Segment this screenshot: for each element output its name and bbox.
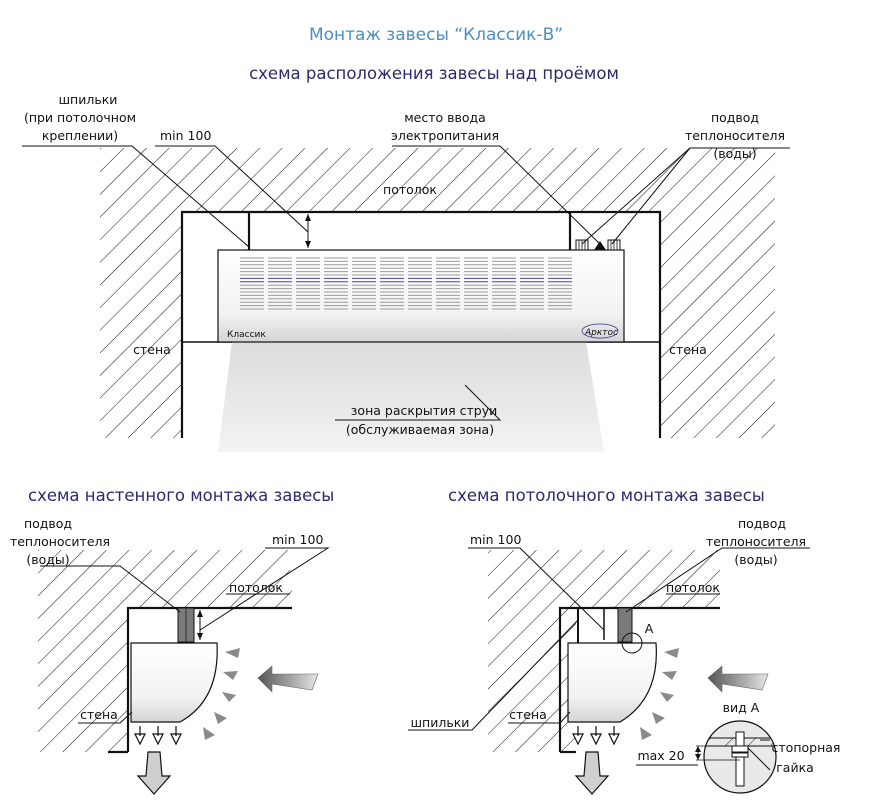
wall-hatched-structure: [38, 585, 292, 752]
unit-brand-logo: Арктос: [584, 328, 618, 338]
wall-min-label: min 100: [272, 532, 323, 547]
zone-label-line1: зона раскрытия струи: [351, 403, 497, 418]
power-label-line1: место ввода: [404, 110, 486, 125]
page-title: Монтаж завесы “Классик-В”: [309, 25, 563, 45]
studs-label-line2: (при потолочном: [24, 110, 136, 125]
top-coolant-line1: подвод: [711, 110, 759, 125]
ceiling-coolant-line2: теплоносителя: [706, 534, 806, 549]
ceiling-coolant-line1: подвод: [738, 516, 786, 531]
top-coolant-line2: теплоносителя: [685, 128, 785, 143]
wall-coolant-line3: (воды): [26, 552, 69, 567]
top-min-label: min 100: [160, 128, 211, 143]
ceiling-min-label: min 100: [470, 532, 521, 547]
max-label: max 20: [637, 748, 684, 763]
jet-zone: [218, 342, 604, 452]
curtain-unit: Классик Арктос: [217, 239, 625, 343]
nut-label-line2: гайка: [776, 760, 814, 775]
wall-mount-scheme: подвод теплоносителя (воды) min 100 пото…: [10, 516, 330, 795]
ceiling-airflow-arrow: [707, 665, 769, 693]
nut-label-line1: стопорная: [772, 740, 841, 755]
ceiling-wall-label: стена: [509, 707, 547, 722]
wall-outlet-arrows: [134, 726, 182, 795]
top-ceiling-outline: [180, 210, 662, 438]
top-wall-right-label: стена: [669, 342, 707, 357]
ceiling-unit-body: [567, 642, 657, 723]
wall-coolant-line2: теплоносителя: [10, 534, 110, 549]
power-label-line2: электропитания: [391, 128, 499, 143]
ceiling-studs-label: шпильки: [411, 715, 470, 730]
wall-coolant-line1: подвод: [24, 516, 72, 531]
studs-label-line3: креплении): [42, 128, 118, 143]
ceiling-outlet-arrows: [572, 726, 620, 795]
top-scheme: Классик Арктос шпильки: [22, 92, 790, 452]
ceiling-coolant-line3: (воды): [734, 552, 777, 567]
wall-ceiling-label: потолок: [229, 580, 283, 595]
ceiling-scheme-heading: схема потолочного монтажа завесы: [448, 486, 765, 505]
marker-a-circle: [621, 632, 643, 654]
wall-intake-arrows: [203, 648, 240, 740]
top-ceiling-label: потолок: [383, 182, 437, 197]
studs-label-line1: шпильки: [59, 92, 118, 107]
top-wall-left-label: стена: [133, 342, 171, 357]
unit-grille: [240, 257, 572, 310]
wall-wall-label: стена: [80, 707, 118, 722]
top-coolant-line3: (воды): [713, 146, 756, 161]
view-a-label: вид А: [723, 700, 760, 715]
unit-model-label: Классик: [227, 330, 266, 340]
top-leaders: [22, 145, 790, 421]
wall-airflow-arrow: [257, 665, 319, 693]
zone-label-line2: (обслуживаемая зона): [346, 422, 494, 437]
detail-view-a: [636, 720, 777, 794]
marker-a-label: А: [645, 621, 654, 636]
ceiling-ceiling-label: потолок: [666, 580, 720, 595]
ceiling-mount-scheme: min 100 подвод теплоносителя (воды) пото…: [408, 516, 841, 795]
top-scheme-heading: схема расположения завесы над проёмом: [249, 64, 619, 83]
wall-unit-body: [130, 642, 218, 723]
wall-scheme-heading: схема настенного монтажа завесы: [28, 486, 334, 505]
ceiling-intake-arrows: [640, 648, 679, 740]
brand-swoosh-icon: [581, 323, 619, 339]
ceiling-hatched-structure: [488, 550, 720, 752]
